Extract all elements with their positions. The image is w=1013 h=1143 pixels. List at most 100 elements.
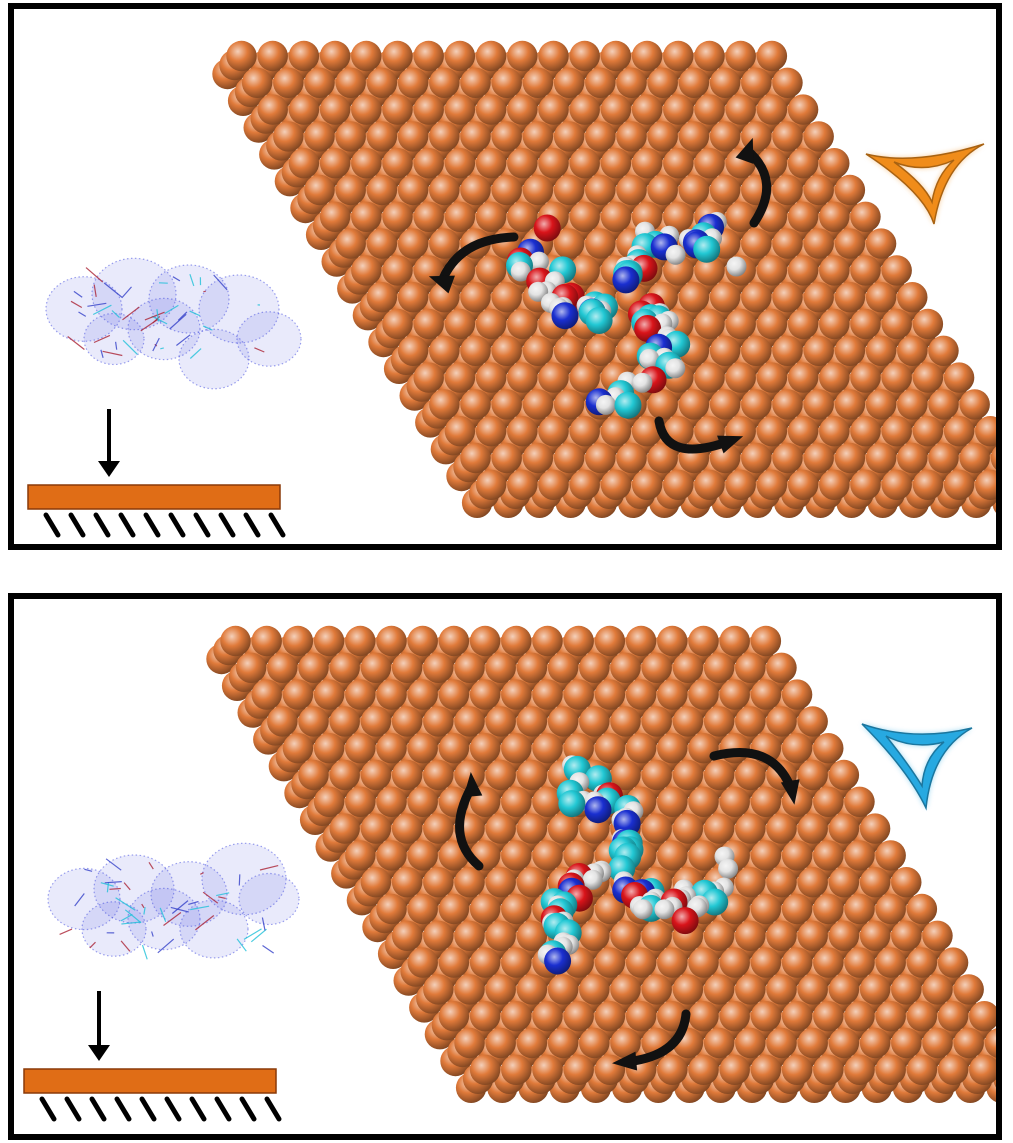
copper-atom [376, 893, 407, 925]
copper-atom [756, 308, 788, 340]
copper-atom [594, 625, 626, 657]
copper-atom [532, 786, 563, 817]
rotation-arrow [437, 232, 519, 286]
copper-atom [787, 469, 819, 500]
copper-atom [423, 813, 454, 844]
copper-atom [772, 121, 803, 152]
copper-slab [212, 40, 996, 518]
copper-atom [423, 706, 454, 737]
copper-atom [579, 920, 610, 951]
copper-atom [828, 759, 860, 791]
copper-atom [376, 786, 407, 817]
copper-atom [516, 1027, 548, 1059]
copper-atom [803, 174, 834, 206]
hydrogen-atom [665, 358, 686, 379]
copper-atom [610, 1027, 641, 1059]
rotation-arrows [455, 748, 800, 1071]
copper-atom [507, 416, 538, 447]
copper-atom [438, 893, 470, 925]
hydrogen-atom [632, 372, 653, 393]
copper-atom [865, 335, 897, 366]
copper-atom [319, 40, 351, 72]
copper-atom [844, 947, 875, 978]
copper-atom [694, 255, 725, 286]
copper-atom [797, 759, 828, 791]
copper-atom [781, 1001, 813, 1032]
copper-atom [507, 308, 538, 340]
copper-atom [828, 974, 860, 1005]
copper-atom [397, 174, 429, 206]
copper-atom [766, 920, 797, 951]
copper-atom [625, 947, 657, 978]
copper-atom [922, 1027, 953, 1059]
copper-atom [319, 148, 351, 179]
oxygen-atom [533, 214, 561, 242]
copper-atom [423, 920, 454, 951]
copper-atom [725, 94, 756, 125]
copper-atom [741, 67, 772, 98]
copper-atom [345, 786, 376, 817]
copper-atom [282, 625, 314, 657]
copper-atom [360, 706, 392, 737]
copper-atom [366, 174, 398, 206]
copper-atom [766, 1027, 797, 1059]
copper-atom [953, 1027, 984, 1059]
copper-atom [735, 706, 766, 737]
copper-atom [553, 67, 585, 98]
copper-atom [616, 67, 647, 98]
copper-atom [444, 362, 476, 393]
copper-atom [897, 442, 928, 474]
copper-atom [631, 94, 663, 125]
molecule [506, 211, 747, 419]
copper-atom [772, 335, 803, 366]
copper-atom [298, 706, 329, 737]
copper-atom [407, 947, 438, 978]
copper-atom [772, 67, 803, 98]
copper-atom [429, 174, 460, 206]
copper-atom [501, 1001, 532, 1032]
copper-atom [438, 733, 470, 764]
copper-atom [444, 148, 476, 179]
copper-atom [282, 733, 314, 764]
copper-atom [563, 679, 594, 710]
copper-atom [391, 652, 423, 683]
copper-atom [563, 947, 594, 978]
copper-atom [538, 40, 569, 72]
copper-atom [329, 759, 360, 791]
copper-atom [875, 1001, 906, 1032]
hydrogen-atom [654, 899, 675, 920]
copper-atom [391, 920, 423, 951]
copper-atom [709, 174, 741, 206]
copper-atom [538, 362, 569, 393]
copper-atom [491, 335, 522, 366]
copper-atom [569, 469, 600, 500]
copper-atom [803, 442, 834, 474]
copper-atom [610, 759, 641, 791]
nitrogen-atom [584, 796, 612, 824]
copper-atom [485, 813, 516, 844]
copper-atom [329, 652, 360, 683]
copper-atom [569, 148, 600, 179]
copper-atom [678, 282, 710, 313]
copper-atom [351, 40, 382, 72]
copper-atom [397, 67, 429, 98]
copper-atom [859, 1027, 891, 1059]
copper-atom [703, 920, 735, 951]
copper-atom [694, 416, 725, 447]
hydrogen-atom [595, 394, 616, 415]
copper-atom [859, 974, 891, 1005]
copper-atom [850, 201, 881, 232]
molecule-mesh-icon [47, 842, 300, 960]
copper-atom [444, 201, 476, 232]
triskelion-icon [865, 143, 985, 225]
copper-atom [813, 947, 844, 978]
copper-atom [460, 121, 491, 152]
copper-atom [429, 389, 460, 420]
copper-atom [241, 67, 273, 98]
copper-atom [469, 679, 501, 710]
copper-atom [672, 759, 704, 791]
copper-atom [282, 679, 314, 710]
copper-atom [382, 201, 413, 232]
copper-atom [735, 974, 766, 1005]
copper-atom [844, 1054, 875, 1085]
